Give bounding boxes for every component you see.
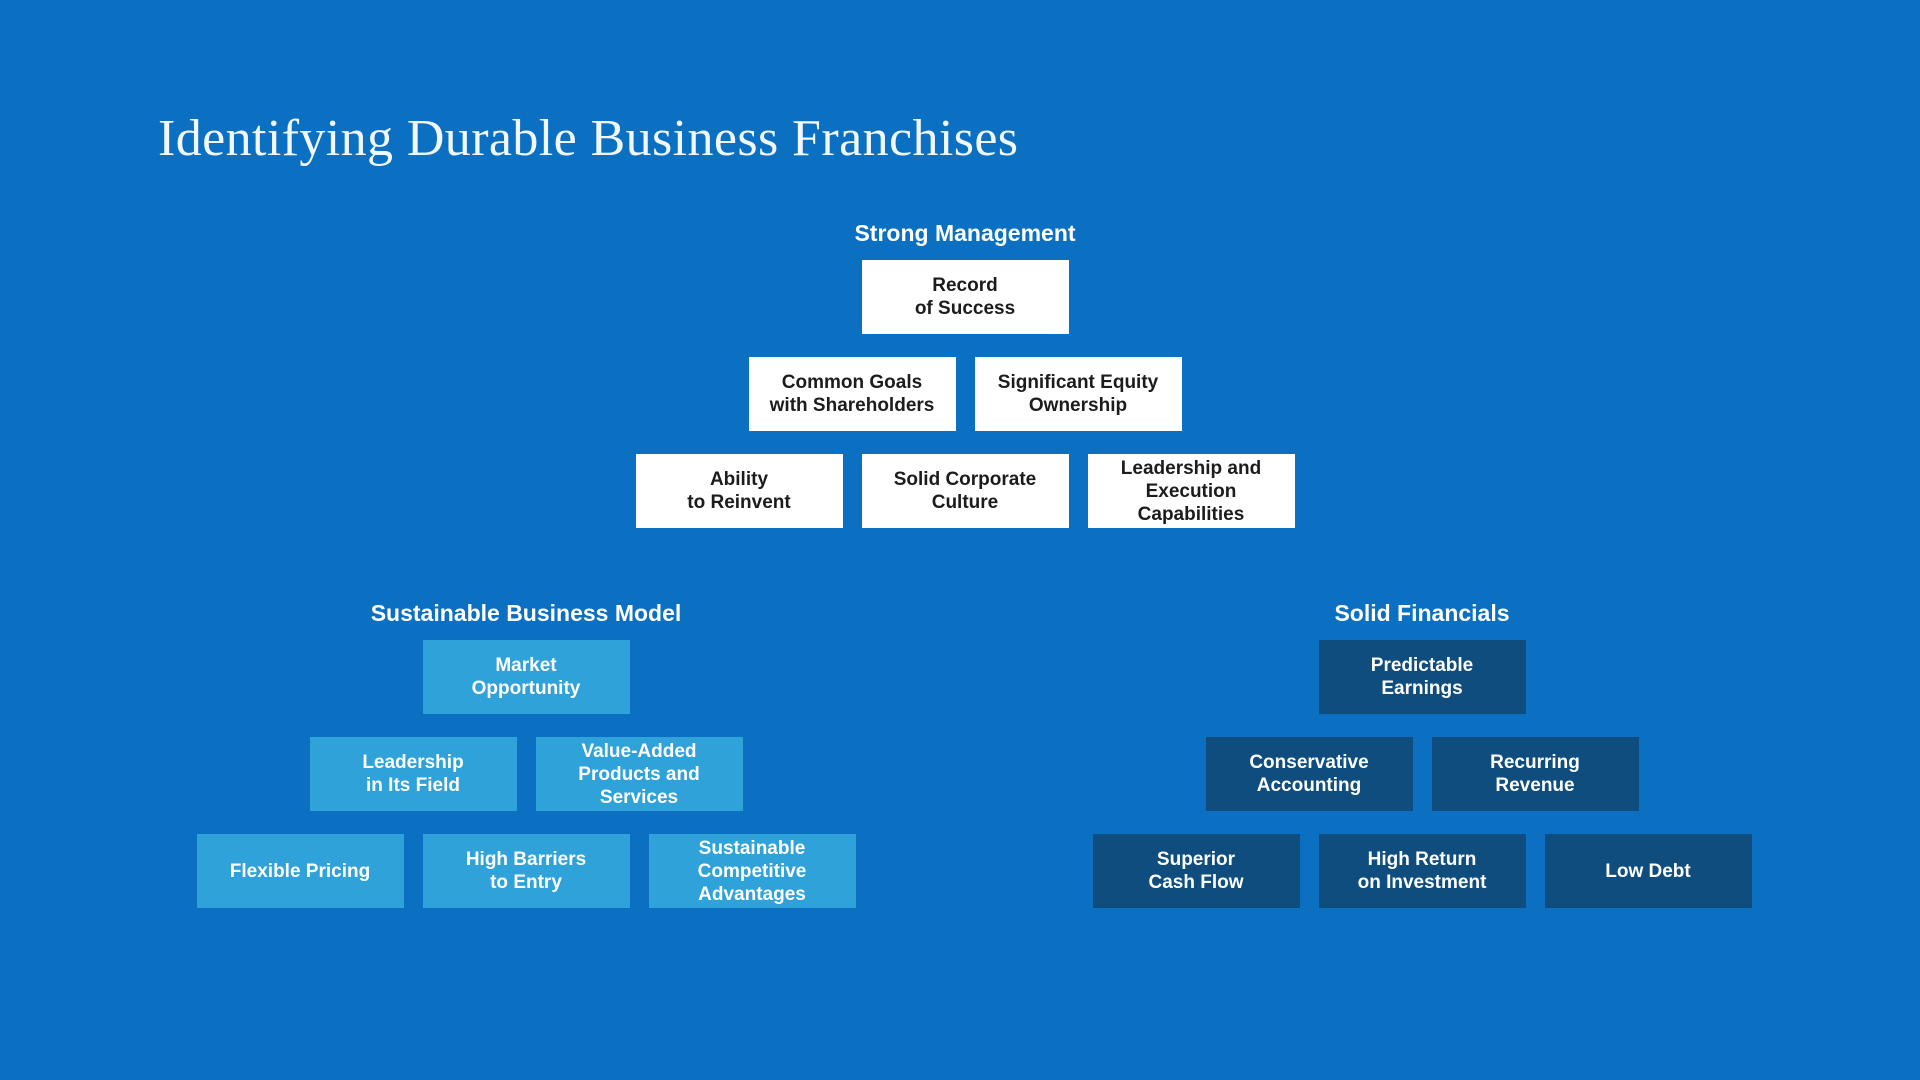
pyramid-row: Predictable Earnings [1318,640,1526,714]
page-title: Identifying Durable Business Franchises [158,109,1019,167]
pyramid-box-sustainable-competitive-advantages: Sustainable Competitive Advantages [648,834,856,908]
pyramid-box-leadership-execution: Leadership and Execution Capabilities [1087,454,1295,528]
pyramid-box-high-return-on-investment: High Return on Investment [1318,834,1526,908]
group-strong-management: Strong Management Record of Success Comm… [635,218,1295,528]
group-header-solid-financials: Solid Financials [1334,600,1510,626]
pyramid-box-value-added-products: Value-Added Products and Services [535,737,743,811]
pyramid-row: Ability to Reinvent Solid Corporate Cult… [635,454,1295,528]
pyramid-box-flexible-pricing: Flexible Pricing [196,834,404,908]
pyramid-box-predictable-earnings: Predictable Earnings [1318,640,1526,714]
pyramid-box-common-goals: Common Goals with Shareholders [748,357,956,431]
pyramid-row: Conservative Accounting Recurring Revenu… [1205,737,1639,811]
group-solid-financials: Solid Financials Predictable Earnings Co… [1092,598,1752,908]
pyramid-row: Superior Cash Flow High Return on Invest… [1092,834,1752,908]
group-sustainable-business-model: Sustainable Business Model Market Opport… [196,598,856,908]
pyramid-box-high-barriers-to-entry: High Barriers to Entry [422,834,630,908]
group-header-sustainable-business-model: Sustainable Business Model [370,600,682,626]
pyramid-box-market-opportunity: Market Opportunity [422,640,630,714]
pyramid-box-solid-corporate-culture: Solid Corporate Culture [861,454,1069,528]
pyramid-row: Leadership in Its Field Value-Added Prod… [309,737,743,811]
pyramid-box-recurring-revenue: Recurring Revenue [1431,737,1639,811]
pyramid-box-low-debt: Low Debt [1544,834,1752,908]
pyramid-row: Common Goals with Shareholders Significa… [748,357,1182,431]
pyramid-row: Flexible Pricing High Barriers to Entry … [196,834,856,908]
pyramid-box-significant-equity: Significant Equity Ownership [974,357,1182,431]
pyramid-box-conservative-accounting: Conservative Accounting [1205,737,1413,811]
pyramid-box-superior-cash-flow: Superior Cash Flow [1092,834,1300,908]
pyramid-box-record-of-success: Record of Success [861,260,1069,334]
pyramid-box-leadership-in-its-field: Leadership in Its Field [309,737,517,811]
pyramid-box-ability-to-reinvent: Ability to Reinvent [635,454,843,528]
pyramid-row: Record of Success [861,260,1069,334]
group-header-strong-management: Strong Management [854,220,1076,246]
pyramid-row: Market Opportunity [422,640,630,714]
